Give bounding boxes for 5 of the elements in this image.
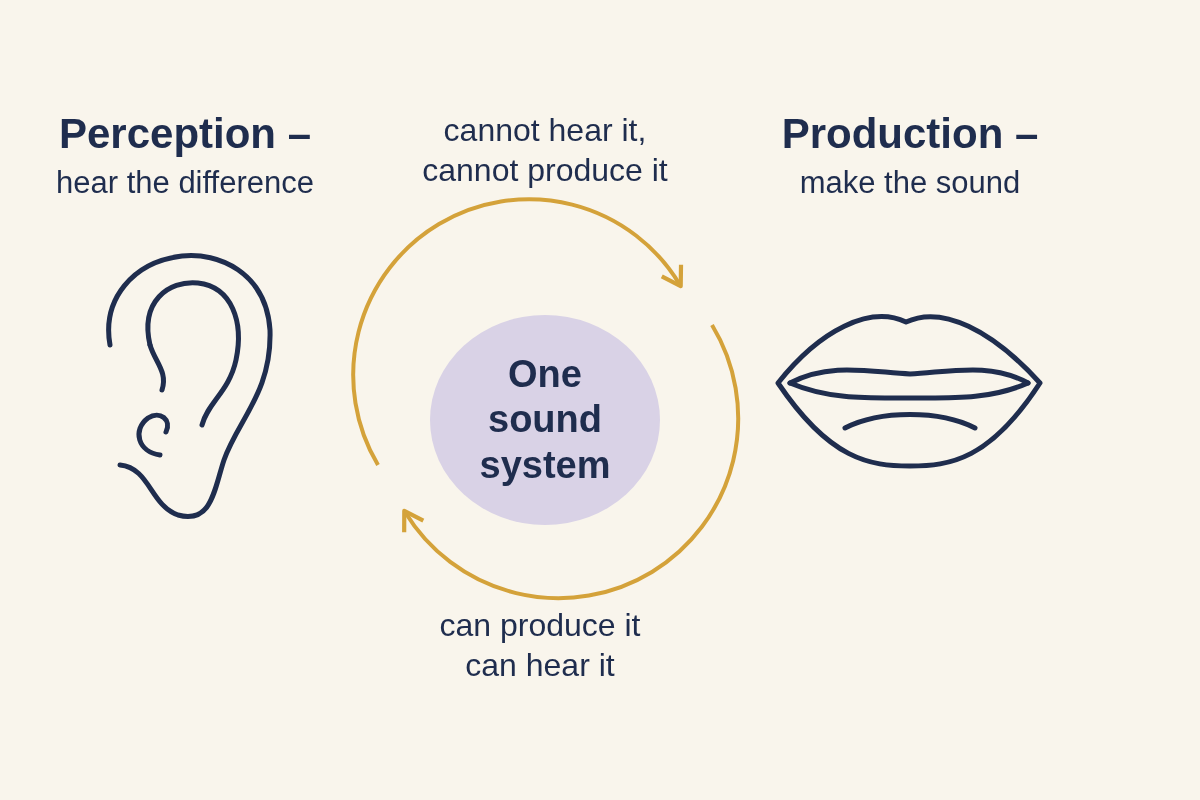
subheading: make the sound bbox=[798, 165, 1022, 201]
heading: Production – bbox=[780, 110, 1040, 158]
heading: Perception – bbox=[57, 110, 313, 158]
subheading: hear the difference bbox=[55, 165, 315, 201]
circle-node: One sound system bbox=[430, 315, 660, 525]
